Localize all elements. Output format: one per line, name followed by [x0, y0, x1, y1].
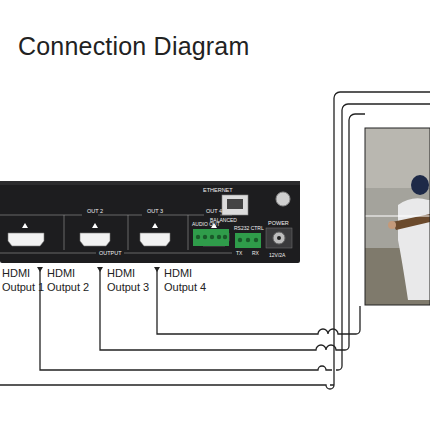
cable-1 — [0, 92, 430, 389]
diagram-title: Connection Diagram — [18, 30, 250, 63]
marker — [37, 267, 43, 272]
display — [365, 128, 430, 305]
ground-screw — [276, 192, 290, 206]
player-body — [398, 198, 430, 300]
screen — [365, 128, 430, 305]
port-label: 12V/2A — [269, 252, 285, 259]
pin-label: RX — [252, 250, 259, 257]
cable-4 — [157, 270, 360, 334]
group-label: OUTPUT — [99, 250, 122, 257]
output-label: HDMI Output 2 — [47, 266, 97, 295]
port-label: OUT 2 — [87, 208, 103, 215]
port-label: RS232 CTRL — [234, 225, 264, 232]
port-label: ETHERNET — [203, 187, 233, 194]
power-pin — [277, 236, 281, 240]
output-label: HDMI Output 4 — [164, 266, 214, 295]
ethernet-socket — [227, 199, 243, 209]
rear-panel — [0, 181, 300, 263]
hdmi-cables — [0, 92, 430, 389]
panel-body — [0, 181, 300, 263]
power-jack — [273, 232, 285, 244]
port-label: BALANCED — [210, 217, 237, 224]
audio-terminal — [193, 229, 229, 246]
pin-label: TX — [236, 250, 242, 257]
power-block — [266, 228, 292, 248]
rs232-terminal — [235, 233, 261, 248]
cable-2 — [40, 104, 430, 370]
section-lines — [0, 215, 232, 253]
port-label: OUT 3 — [147, 208, 163, 215]
port-label: POWER — [268, 220, 289, 227]
output-label: HDMI Output 3 — [107, 266, 157, 295]
port-label: OUT 4 — [206, 208, 222, 215]
triangles — [22, 223, 217, 228]
marker — [97, 267, 103, 272]
ethernet-port — [222, 195, 248, 215]
output-label: HDMI Output 1 — [2, 266, 48, 295]
panel-edge — [0, 181, 300, 185]
player-helmet — [411, 175, 429, 195]
player-hands — [388, 221, 396, 229]
marker — [154, 267, 160, 272]
wall-seam — [365, 215, 430, 216]
screen-frame — [365, 128, 430, 305]
rs232-screws — [238, 238, 258, 242]
